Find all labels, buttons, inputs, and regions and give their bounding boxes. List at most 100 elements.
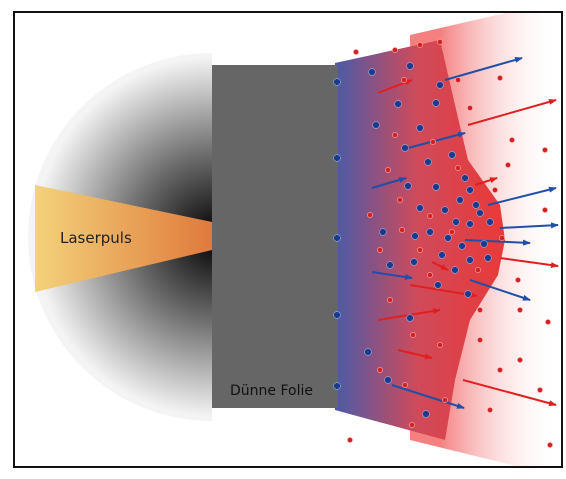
proton-dot-8: [467, 105, 473, 111]
electron-dot-35: [379, 228, 387, 236]
proton-dot-42: [542, 147, 548, 153]
proton-dot-3: [437, 39, 443, 45]
proton-dot-14: [427, 213, 433, 219]
electron-dot-19: [452, 218, 460, 226]
proton-dot-26: [517, 307, 523, 313]
electron-dot-8: [424, 158, 432, 166]
proton-dot-32: [517, 357, 523, 363]
proton-dot-10: [430, 139, 436, 145]
proton-dot-6: [497, 75, 503, 81]
foil-label: Dünne Folie: [230, 383, 313, 399]
electron-dot-32: [434, 281, 442, 289]
proton-dot-35: [402, 382, 408, 388]
particle-arrow-9: [499, 257, 559, 269]
particle-arrow-14: [397, 349, 433, 360]
electron-dot-28: [466, 256, 474, 264]
electron-dot-27: [438, 251, 446, 259]
proton-dot-13: [397, 197, 403, 203]
electron-dot-31: [451, 266, 459, 274]
electron-dot-4: [432, 99, 440, 107]
proton-dot-19: [449, 229, 455, 235]
proton-dot-39: [547, 442, 553, 448]
proton-dot-28: [387, 297, 393, 303]
proton-dot-33: [497, 367, 503, 373]
proton-dot-37: [487, 407, 493, 413]
proton-dot-4: [401, 77, 407, 83]
electron-dot-20: [466, 220, 474, 228]
proton-dot-22: [377, 247, 383, 253]
electron-dot-13: [466, 186, 474, 194]
electron-dot-39: [406, 314, 414, 322]
electron-dot-edge4: [333, 382, 341, 390]
particle-arrow-5: [474, 177, 498, 186]
particle-arrow-16: [462, 379, 557, 407]
electron-dot-17: [472, 201, 480, 209]
particle-arrow-1: [377, 79, 413, 94]
electron-dot-22: [426, 228, 434, 236]
particle-arrow-4: [371, 177, 407, 189]
proton-dot-18: [399, 227, 405, 233]
electron-dot-33: [464, 290, 472, 298]
electron-dot-edge1: [333, 154, 341, 162]
frame: [13, 11, 563, 468]
laser-beam: [35, 185, 212, 292]
electron-dot-7: [401, 144, 409, 152]
electron-dot-10: [404, 182, 412, 190]
electron-dot-30: [410, 258, 418, 266]
particle-arrow-10: [469, 279, 531, 301]
electron-dot-edge0: [333, 78, 341, 86]
proton-dot-12: [455, 165, 461, 171]
electron-dot-1: [406, 62, 414, 70]
particle-arrow-0: [444, 57, 523, 81]
proton-dot-43: [515, 277, 521, 283]
proton-dot-2: [417, 42, 423, 48]
proton-dot-38: [409, 422, 415, 428]
proton-dot-36: [442, 397, 448, 403]
electron-dot-6: [416, 124, 424, 132]
particles: [333, 39, 553, 448]
electron-dot-36: [364, 348, 372, 356]
proton-dot-34: [377, 367, 383, 373]
laser-label: Laserpuls: [60, 229, 132, 247]
electron-dot-34: [386, 261, 394, 269]
proton-dot-40: [347, 437, 353, 443]
proton-dot-23: [475, 267, 481, 273]
particle-arrow-11: [371, 271, 413, 280]
electron-dot-edge2: [333, 234, 341, 242]
electron-dot-24: [444, 234, 452, 242]
electron-dot-25: [458, 242, 466, 250]
electron-dot-21: [486, 218, 494, 226]
proton-dot-16: [542, 207, 548, 213]
electron-dot-37: [384, 376, 392, 384]
proton-dot-41: [537, 387, 543, 393]
proton-dot-27: [545, 319, 551, 325]
plasma-cloud: [335, 40, 505, 440]
proton-dot-1: [392, 47, 398, 53]
electron-dot-5: [372, 121, 380, 129]
electron-dot-16: [456, 196, 464, 204]
electron-dot-11: [432, 183, 440, 191]
proton-dot-21: [417, 247, 423, 253]
proton-dot-31: [477, 337, 483, 343]
electron-dot-18: [476, 209, 484, 217]
proton-dot-24: [427, 272, 433, 278]
proton-dot-7: [509, 137, 515, 143]
proton-dot-9: [392, 132, 398, 138]
proton-dot-15: [505, 162, 511, 168]
electron-dot-15: [441, 206, 449, 214]
particle-arrow-17: [431, 261, 449, 271]
particle-arrow-15: [391, 384, 465, 409]
electron-dot-3: [394, 100, 402, 108]
proton-dot-5: [455, 77, 461, 83]
proton-dot-17: [367, 212, 373, 218]
electron-dot-29: [484, 254, 492, 262]
particle-arrow-2: [467, 99, 557, 126]
electron-dot-23: [411, 232, 419, 240]
proton-dot-30: [437, 342, 443, 348]
particle-arrow-7: [499, 222, 559, 229]
electron-dot-26: [480, 240, 488, 248]
particle-arrow-6: [487, 186, 557, 206]
particle-arrow-8: [464, 239, 531, 246]
proton-dot-29: [410, 332, 416, 338]
